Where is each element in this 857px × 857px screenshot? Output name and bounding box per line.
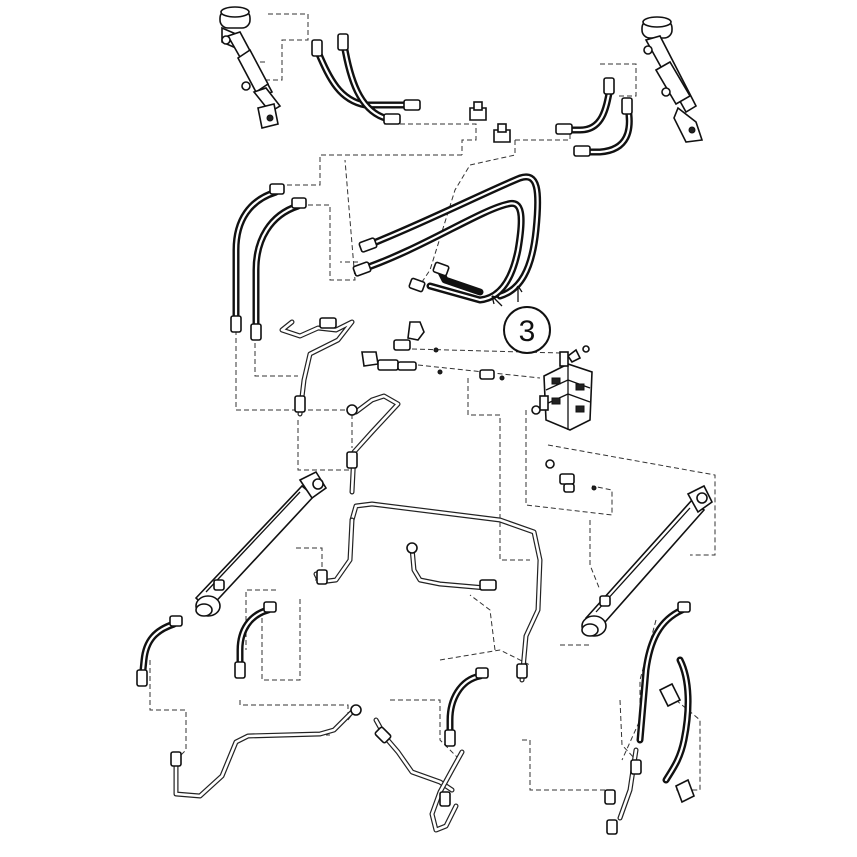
lift-cylinder-left (219, 6, 282, 129)
lower-steel-tubes (313, 501, 543, 683)
center-u-hoses (352, 173, 542, 307)
tee-fittings-top (469, 101, 511, 143)
lift-cylinder-right (641, 16, 704, 143)
bottom-center-hose (429, 667, 489, 833)
dashed-leader-lines (149, 13, 716, 791)
callout-3: 3 (503, 306, 551, 354)
bottom-right-hoses (604, 601, 696, 835)
small-fittings-right (545, 459, 597, 493)
callout-number: 3 (519, 315, 536, 348)
control-valve (531, 351, 593, 431)
bottom-left-steel-tube (170, 704, 455, 799)
upper-cylinder-hoses (311, 33, 633, 157)
tilt-cylinder-right (581, 484, 714, 637)
callout-circle (503, 306, 551, 354)
left-long-hoses (230, 183, 307, 341)
tilt-cylinder-left (194, 470, 328, 617)
steel-tubes-mid (279, 317, 401, 495)
valve-fittings (361, 321, 590, 381)
lower-left-hoses (136, 601, 277, 687)
